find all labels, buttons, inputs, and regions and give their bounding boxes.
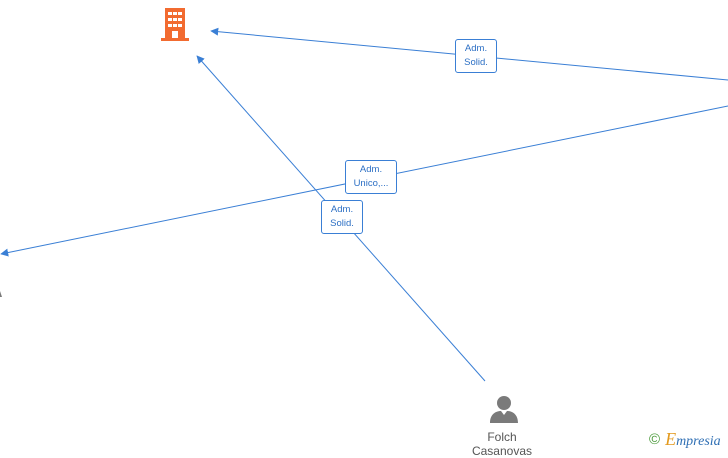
person-name-line2: Casanovas (471, 444, 533, 458)
person-icon (490, 396, 518, 423)
edge-label-middle[interactable]: Adm. Unico,... (345, 160, 397, 194)
copyright-icon: © (649, 431, 661, 448)
edge-label-top-line2: Solid. (464, 57, 488, 68)
edge-label-top-line1: Adm. (464, 43, 488, 54)
edge-label-lower-line2: Solid. (330, 218, 354, 229)
edge-label-top[interactable]: Adm. Solid. (455, 39, 497, 73)
building-icon (161, 8, 189, 41)
edge-label-lower-line1: Adm. (330, 204, 354, 215)
company-node[interactable] (159, 7, 191, 46)
person-name[interactable]: Folch Casanovas (442, 430, 562, 458)
empresia-logo: Empresia (665, 429, 721, 449)
left-node-fragment[interactable] (0, 291, 2, 297)
person-node[interactable] (489, 394, 519, 429)
empresia-watermark: © Empresia (649, 429, 721, 450)
edge-label-middle-line2: Unico,... (353, 178, 389, 189)
person-name-line1: Folch (487, 430, 517, 444)
edge-label-middle-line1: Adm. (359, 164, 383, 175)
edge-label-lower[interactable]: Adm. Solid. (321, 200, 363, 234)
